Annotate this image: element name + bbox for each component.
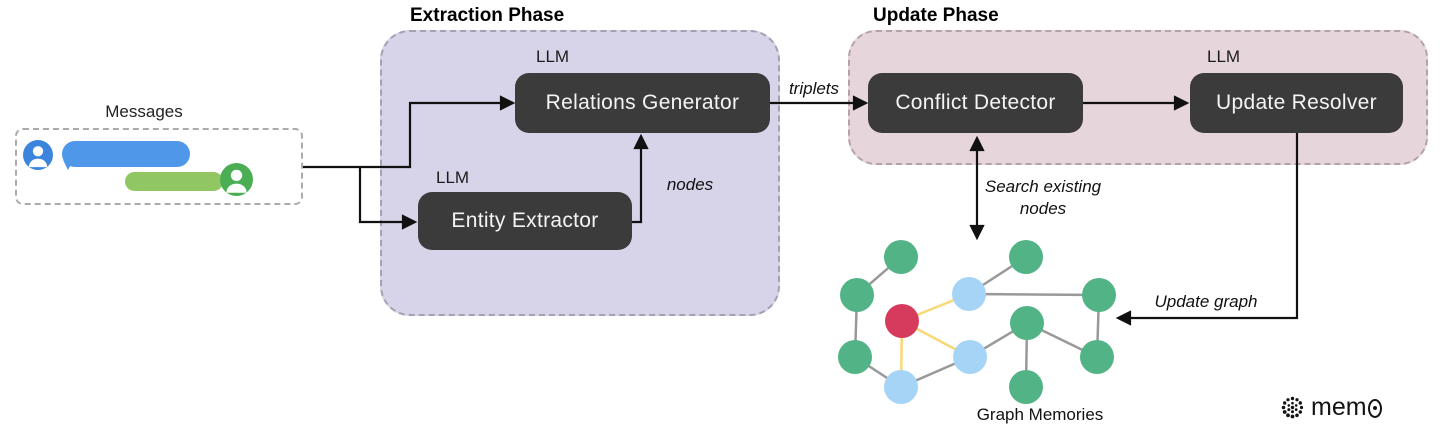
entity-extractor-box: Entity Extractor [418, 192, 632, 250]
graph-edge-gray [968, 255, 1027, 296]
graph-node-green [1009, 240, 1043, 274]
graph-edge-gray [1026, 321, 1098, 359]
nodes-edge-label: nodes [666, 175, 714, 194]
user-avatar-blue-icon [23, 140, 53, 170]
graph-edge-gray [1024, 322, 1029, 388]
graph-edge-yellow [899, 320, 904, 388]
graph-edge-yellow [901, 319, 971, 359]
update-graph-edge-label: Update graph [1154, 292, 1258, 311]
graph-node-red [885, 304, 919, 338]
triplets-edge-label: triplets [788, 79, 840, 98]
graph-edge-gray [1095, 294, 1101, 358]
graph-node-green [1009, 370, 1043, 404]
user-avatar-green-icon [220, 163, 253, 196]
chat-bubble-blue [62, 141, 190, 167]
search-existing-nodes-label: Search existing nodes [963, 176, 1123, 220]
graph-edge-gray [900, 355, 971, 389]
update-phase-title: Update Phase [873, 5, 999, 26]
graph-memories-caption: Graph Memories [976, 405, 1104, 424]
mem0-wordmark: mem [1311, 393, 1382, 422]
graph-edge-gray [969, 321, 1028, 359]
graph-node-blue [884, 370, 918, 404]
relations-generator-box: Relations Generator [515, 73, 770, 133]
graph-node-blue [953, 340, 987, 374]
messages-title: Messages [105, 102, 183, 121]
graph-node-green [1082, 278, 1116, 312]
search-existing-line2: nodes [1019, 199, 1067, 218]
mem0-wordmark-mem: mem [1311, 393, 1367, 421]
graph-node-green [838, 340, 872, 374]
extraction-phase-title: Extraction Phase [410, 5, 565, 26]
graph-node-green [1080, 340, 1114, 374]
update-resolver-box: Update Resolver [1190, 73, 1403, 133]
graph-node-green [1010, 306, 1044, 340]
conflict-detector-box: Conflict Detector [868, 73, 1083, 133]
chat-bubble-green [125, 172, 223, 191]
mem0-logo: mem [1279, 393, 1382, 422]
search-existing-line1: Search existing [984, 177, 1102, 196]
mem0-wordmark-zero [1367, 398, 1382, 418]
graph-edge-gray [968, 292, 1100, 297]
graph-edge-yellow [901, 292, 970, 323]
graph-node-green [840, 278, 874, 312]
llm-label-relations-generator: LLM [536, 47, 570, 66]
graph-node-blue [952, 277, 986, 311]
graph-edge-gray [853, 294, 859, 358]
mem0-dots-icon [1281, 396, 1304, 419]
graph-edge-gray [856, 256, 902, 296]
llm-label-update-resolver: LLM [1207, 47, 1241, 66]
graph-node-green [884, 240, 918, 274]
graph-edge-gray [854, 355, 902, 389]
llm-label-entity-extractor: LLM [436, 168, 470, 187]
